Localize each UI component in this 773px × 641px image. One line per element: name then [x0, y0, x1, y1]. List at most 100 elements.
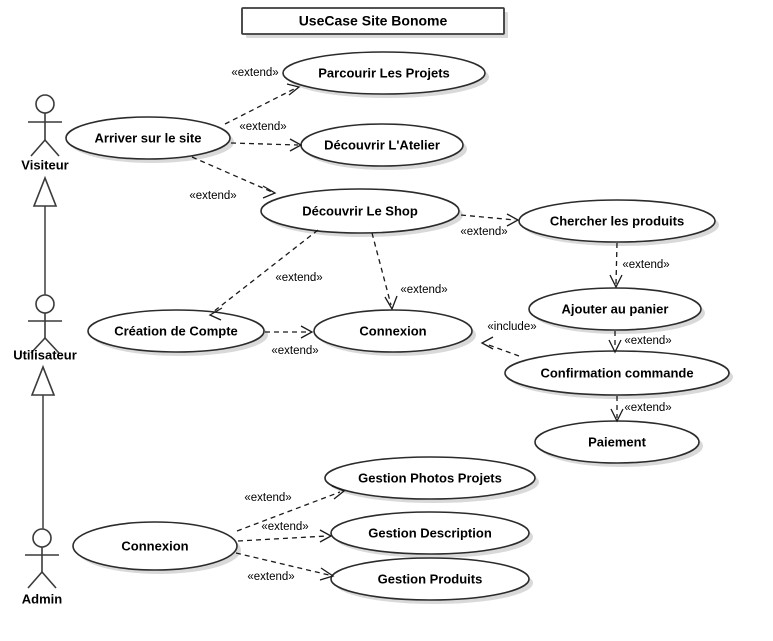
relation-line	[485, 343, 520, 357]
relation-stereotype: «extend»	[624, 402, 671, 414]
actor-leg-left-icon	[30, 139, 46, 157]
usecase-paiement[interactable]: Paiement	[534, 420, 703, 467]
usecase-creation-de-compte[interactable]: Création de Compte	[87, 309, 268, 356]
relation-stereotype: «extend»	[624, 335, 671, 347]
relation-line	[237, 535, 328, 542]
relation-line	[615, 242, 618, 285]
usecase-label: Arriver sur le site	[95, 130, 202, 145]
usecase-label: Connexion	[359, 323, 426, 338]
relation-stereotype: «extend»	[460, 226, 507, 238]
relation-arriver-shop: «extend»	[189, 156, 277, 202]
usecase-label: Ajouter au panier	[562, 301, 669, 316]
usecase-label: Gestion Produits	[378, 571, 483, 586]
usecase-gestion-description[interactable]: Gestion Description	[330, 511, 533, 558]
relation-panier-confirmation: «extend»	[608, 331, 672, 354]
usecase-arriver-sur-le-site[interactable]: Arriver sur le site	[65, 116, 234, 163]
usecase-ellipse	[313, 309, 473, 353]
usecase-gestion-photos-projets[interactable]: Gestion Photos Projets	[324, 456, 539, 503]
usecase-connexion-utilisateur[interactable]: Connexion	[313, 309, 476, 356]
relation-connexionadmin-photos: «extend»	[236, 485, 346, 532]
relation-arrowhead-icon	[319, 529, 333, 543]
usecase-parcourir-les-projets[interactable]: Parcourir Les Projets	[282, 51, 489, 98]
usecase-ajouter-au-panier[interactable]: Ajouter au panier	[528, 287, 705, 334]
relation-arrowhead-icon	[208, 307, 223, 321]
actor-visiteur[interactable]: Visiteur	[21, 94, 69, 172]
usecase-ellipse	[72, 521, 238, 571]
usecase-confirmation-commande[interactable]: Confirmation commande	[504, 350, 733, 399]
relation-arriver-atelier: «extend»	[230, 121, 303, 152]
relation-line	[235, 552, 330, 576]
relation-line	[236, 491, 341, 532]
usecase-ellipse	[504, 350, 730, 396]
usecase-label: Gestion Description	[368, 525, 492, 540]
generalization-admin-utilisateur	[30, 364, 56, 529]
relation-arrowhead-icon	[300, 325, 314, 339]
relation-arrowhead-icon	[319, 567, 335, 581]
relation-arrowhead-icon	[384, 295, 398, 311]
relation-arrowhead-icon	[609, 274, 623, 289]
usecase-ellipse	[282, 51, 486, 95]
relation-line	[460, 214, 516, 221]
actor-leg-right-icon	[44, 139, 60, 157]
relation-shop-creation: «extend»	[208, 229, 323, 321]
usecase-label: Chercher les produits	[550, 213, 684, 228]
relation-stereotype: «extend»	[261, 521, 308, 533]
actor-leg-left-icon	[30, 337, 46, 354]
actor-head-icon	[35, 294, 55, 314]
usecase-decouvrir-le-shop[interactable]: Découvrir Le Shop	[260, 188, 463, 237]
actor-utilisateur[interactable]: Utilisateur	[13, 294, 77, 362]
relation-confirmation-connexion: «include»	[480, 321, 537, 357]
actor-leg-right-icon	[41, 571, 57, 589]
usecase-ellipse	[260, 188, 460, 234]
relation-arrowhead-icon	[480, 336, 494, 350]
title-box-frame	[241, 7, 505, 35]
diagram-title: UseCase Site Bonome	[299, 13, 448, 29]
relation-line	[230, 142, 299, 146]
diagram-title-box: UseCase Site Bonome	[241, 7, 508, 38]
usecase-label: Création de Compte	[114, 323, 238, 338]
usecase-label: Découvrir L'Atelier	[324, 137, 440, 152]
actor-visiteur-label: Visiteur	[21, 157, 68, 172]
generalization-triangle-icon	[32, 175, 58, 207]
relation-shop-chercher: «extend»	[460, 213, 520, 238]
relation-arrowhead-icon	[610, 408, 624, 423]
actor-admin-label: Admin	[22, 591, 63, 606]
generalization-triangle-icon	[30, 364, 56, 396]
relation-arriver-parcourir: «extend»	[224, 67, 301, 125]
usecase-ellipse	[330, 511, 530, 555]
usecase-label: Connexion	[121, 538, 188, 553]
relation-shop-connexion: «extend»	[371, 232, 448, 311]
actor-leg-right-icon	[44, 337, 60, 354]
relation-line	[191, 156, 273, 193]
usecase-chercher-les-produits[interactable]: Chercher les produits	[518, 199, 719, 246]
relation-stereotype: «extend»	[622, 259, 669, 271]
relation-stereotype: «extend»	[271, 345, 318, 357]
actor-utilisateur-label: Utilisateur	[13, 347, 77, 362]
relation-stereotype: «extend»	[400, 284, 447, 296]
relation-line	[212, 229, 319, 313]
usecase-gestion-produits[interactable]: Gestion Produits	[330, 557, 533, 604]
relation-connexionadmin-produits: «extend»	[235, 552, 335, 583]
usecase-ellipse	[87, 309, 265, 353]
usecase-connexion-admin[interactable]: Connexion	[72, 521, 241, 574]
relation-arrowhead-icon	[506, 213, 520, 227]
relation-stereotype: «extend»	[247, 571, 294, 583]
relation-creation-connexion: «extend»	[265, 325, 319, 357]
usecase-decouvrir-latelier[interactable]: Découvrir L'Atelier	[300, 123, 467, 170]
relation-stereotype: «extend»	[275, 272, 322, 284]
relation-stereotype: «include»	[487, 321, 536, 333]
actor-admin[interactable]: Admin	[22, 528, 63, 606]
usecase-label: Parcourir Les Projets	[318, 65, 450, 80]
relation-arrowhead-icon	[608, 339, 622, 354]
usecase-ellipse	[65, 116, 231, 160]
relation-line	[224, 87, 297, 125]
usecase-ellipse	[324, 456, 536, 500]
generalization-utilisateur-visiteur	[32, 175, 58, 295]
usecase-label: Découvrir Le Shop	[302, 203, 418, 218]
relation-chercher-panier: «extend»	[609, 242, 670, 289]
usecase-ellipse	[518, 199, 716, 243]
relation-arrowhead-icon	[289, 138, 303, 152]
relation-arrowhead-icon	[286, 83, 301, 96]
